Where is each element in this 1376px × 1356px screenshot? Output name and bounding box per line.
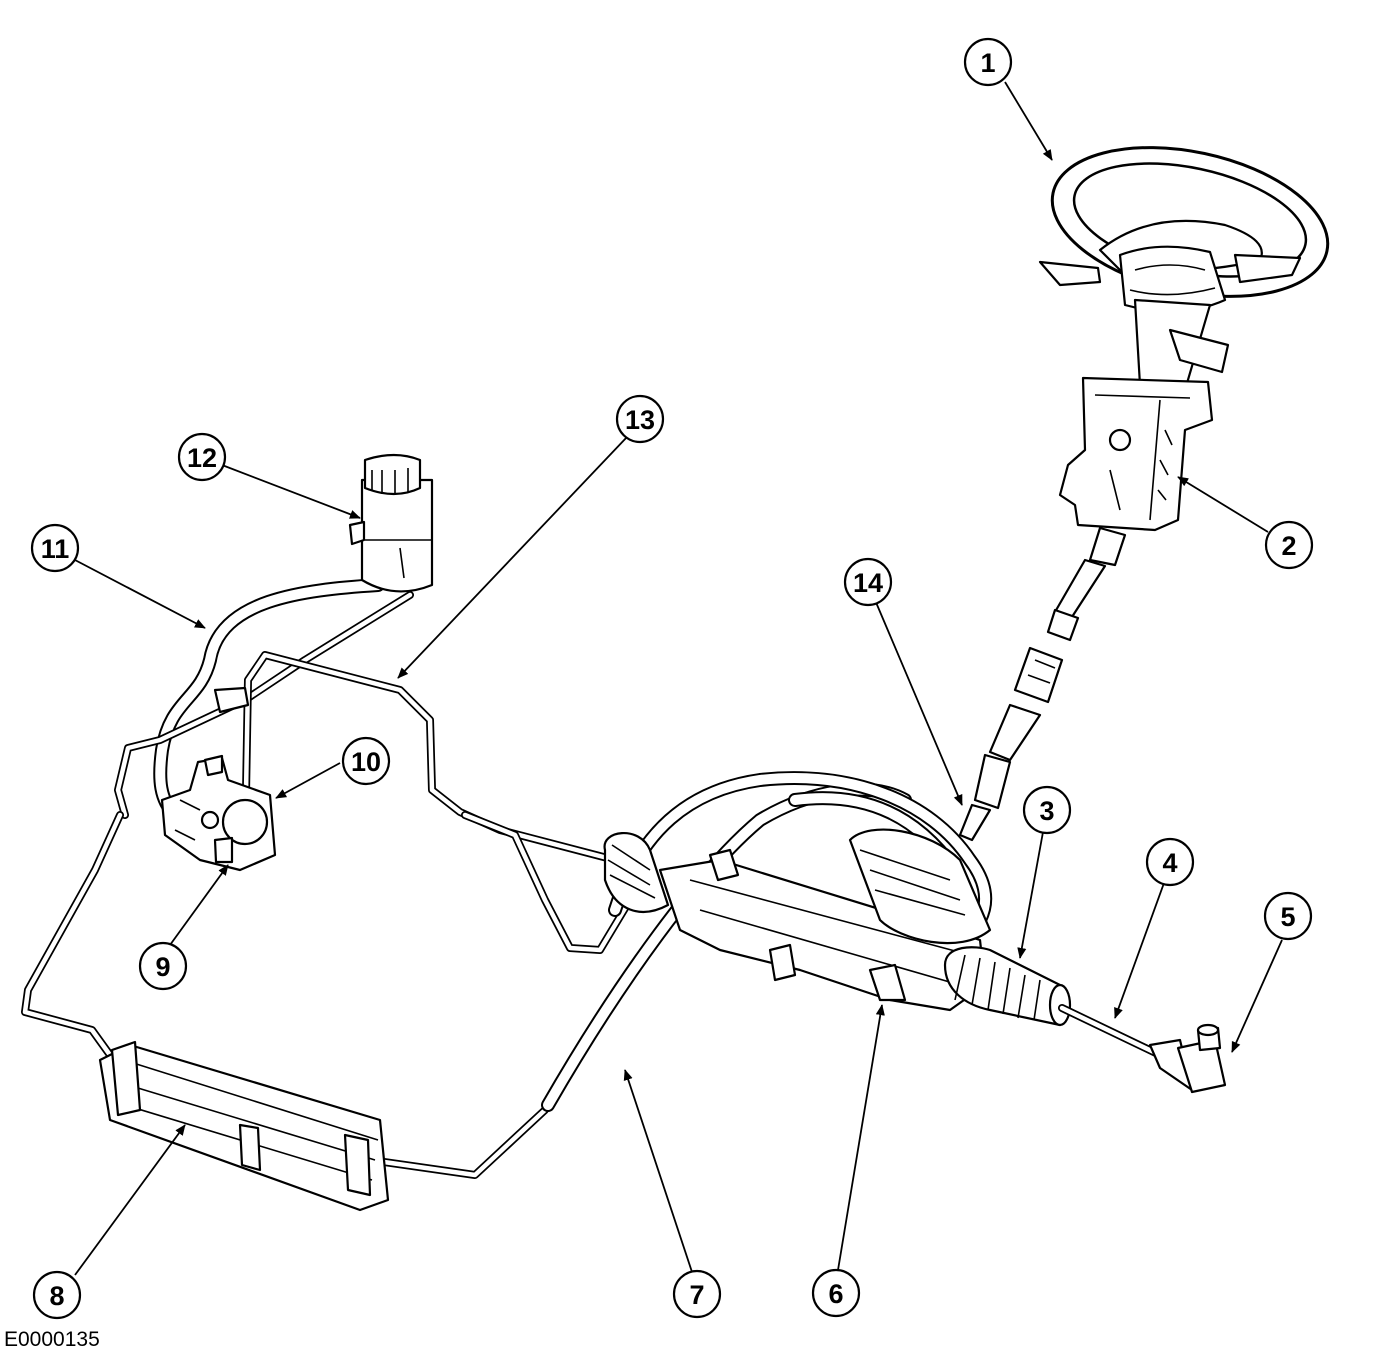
steering-column <box>1058 298 1230 532</box>
callout-label: 5 <box>1280 902 1295 932</box>
callout-label: 3 <box>1039 796 1054 826</box>
callout-label: 6 <box>828 1279 843 1309</box>
callout-label: 9 <box>155 952 170 982</box>
callout-label: 10 <box>351 747 381 777</box>
callout-label: 14 <box>853 568 883 598</box>
callout-14: 14 <box>843 557 893 607</box>
callout-11: 11 <box>30 523 80 573</box>
callout-10: 10 <box>341 736 391 786</box>
callout-label: 2 <box>1281 531 1296 561</box>
callout-9: 9 <box>138 941 188 991</box>
fluid-reservoir <box>348 453 434 593</box>
callout-12: 12 <box>177 432 227 482</box>
callout-5: 5 <box>1263 891 1313 941</box>
fluid-cooler <box>98 1040 390 1212</box>
callout-label: 12 <box>187 443 217 473</box>
callout-1: 1 <box>963 37 1013 87</box>
intermediate-shaft <box>958 526 1127 842</box>
callout-2: 2 <box>1264 520 1314 570</box>
callout-3: 3 <box>1022 785 1072 835</box>
power-steering-pump <box>160 754 277 872</box>
steering-gear <box>603 828 992 1012</box>
callout-8: 8 <box>32 1270 82 1320</box>
callout-label: 11 <box>41 534 70 564</box>
callout-label: 8 <box>49 1281 64 1311</box>
hydraulic-lines <box>21 578 993 1179</box>
steering-wheel <box>1038 146 1330 313</box>
callout-6: 6 <box>811 1268 861 1318</box>
callout-label: 13 <box>625 405 655 435</box>
hose-clamp <box>213 686 250 714</box>
leader-lines <box>74 81 1283 1276</box>
figure-id: E0000135 <box>4 1328 100 1351</box>
callout-4: 4 <box>1145 837 1195 887</box>
callout-label: 4 <box>1162 848 1177 878</box>
callout-label: 1 <box>980 48 995 78</box>
callout-13: 13 <box>615 394 665 444</box>
callout-7: 7 <box>672 1269 722 1319</box>
callout-label: 7 <box>689 1280 704 1310</box>
gear-boot <box>943 946 1072 1027</box>
tie-rod-end <box>1176 1023 1227 1094</box>
tie-rod <box>1058 1004 1194 1092</box>
